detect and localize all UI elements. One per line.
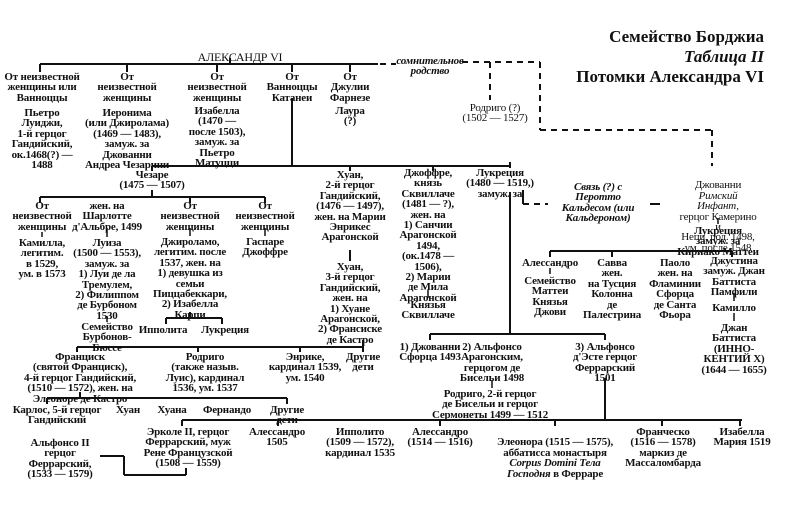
node-alessandro-1505: Алессандро 1505 xyxy=(248,426,306,449)
node-rodrigo-doubtful: Родриго (?) (1502 — 1527) xyxy=(462,102,528,125)
mother-label: От неизвестной женщины xyxy=(187,71,247,104)
mother-label: От неизвестной женщины xyxy=(12,200,72,233)
node-husband-alfonso-aragon: 2) Альфонсо Арагонским, герцогом де Бисе… xyxy=(459,341,525,385)
node-rodrigo-cardinal: Родриго (также назыв. Луис), кардинал 15… xyxy=(165,351,245,395)
node-fernando: Фернандо xyxy=(202,404,252,416)
node-juan-francis: Хуан xyxy=(116,404,140,416)
node-gaspare: Гаспаре Джоффре xyxy=(242,236,288,259)
title-family: Семейство Борджиа xyxy=(609,27,764,46)
node-alfonso-ii: Альфонсо II герцог Феррарский, (1533 — 1… xyxy=(27,437,93,481)
node-husband-sforza: 1) Джованни Сфорца 1493 xyxy=(399,341,461,364)
node-juan-2: Хуан, 2-й герцог Гандийский, (1476 — 149… xyxy=(314,169,386,244)
node-isabella-maria: Изабелла Мария 1519 xyxy=(713,426,771,449)
mother-label: От неизвестной женщины или Ванноццы xyxy=(4,71,80,104)
node-lucrezia: Лукреция (1480 — 1519,) замуж. за xyxy=(466,167,534,200)
node-enrique: Энрике, кардинал 1539, ум. 1540 xyxy=(268,351,342,384)
eleonora-text: Элеонора (1515 — 1575), аббатисса монаст… xyxy=(496,436,614,480)
node-alessandro-mattei: Алессандро xyxy=(521,257,579,269)
title-table: Таблица II xyxy=(684,47,764,66)
node-other-children: Другие дети xyxy=(345,351,381,374)
node-juana: Хуана xyxy=(157,404,187,416)
mother-label: От неизвестной женщины xyxy=(97,71,157,104)
node-alessandro-1514: Алессандро (1514 — 1516) xyxy=(407,426,473,449)
node-lucrezia-mattei: Лукреция замуж. за Кириако Маттеи xyxy=(677,225,759,258)
node-mattei-family: Семейство Маттеи Князья Джови xyxy=(524,275,576,319)
node-other-children: Другие дети xyxy=(269,404,305,427)
node-juan-3: Хуан, 3-й герцог Гандийский, жен. на 1) … xyxy=(318,261,382,346)
node-squillace: Князья Сквиллаче xyxy=(401,299,455,322)
node-jofre: Джоффре, князь Сквиллаче (1481 — ?), жен… xyxy=(399,167,457,304)
node-carlos: Карлос, 5-й герцог Гандийский xyxy=(12,404,102,427)
node-innocent-x: Джан Баттиста (ИННО- КЕНТИЙ X) (1644 — 1… xyxy=(701,322,767,376)
node-eleonora: Элеонора (1515 — 1575), аббатисса монаст… xyxy=(497,427,613,479)
node-bourbon-busset: Семейство Бурбонов- Бюссе xyxy=(81,321,133,354)
node-ercole-ii: Эрколе II, герцог Феррарский, муж Рене Ф… xyxy=(143,426,233,470)
node-camillo: Камилло xyxy=(712,302,756,314)
node-lucrezia-girolamo: Лукреция xyxy=(201,324,249,336)
title-subtitle: Потомки Александра VI xyxy=(576,67,764,86)
node-paolo: Паоло жен. на Фламинии Сфорца де Санта Ф… xyxy=(649,257,701,322)
node-giovanni-infante: Джованни Римский Инфант, герцог Камерино… xyxy=(677,170,759,254)
mother-label: От Ванноццы Катанеи xyxy=(266,71,318,104)
node-girolamo: Джироламо, легитим. после 1537, жен. на … xyxy=(153,236,227,321)
giovanni-infante-text: Джованни Римский Инфант, герцог Камерино… xyxy=(679,179,757,254)
mother-label: От неизвестной женщины xyxy=(160,200,220,233)
node-rodrigo-bisceglie: Родриго, 2-й герцог де Бисельи и герцог … xyxy=(431,388,549,421)
node-francesco: Франческо (1516 — 1578) маркиз де Массал… xyxy=(625,426,701,470)
node-giustina: Джустина замуж. Джан Баттиста Памфили xyxy=(703,255,765,299)
node-husband-alfonso-este: 3) Альфонсо д'Эсте герцог Феррарский 150… xyxy=(572,341,638,385)
node-laura: Лаура (?) xyxy=(335,105,365,128)
label-perotto-liaison: Связь (?) с Перотто Кальдесом (или Кальд… xyxy=(561,181,635,225)
label-doubtful-kinship: сомнительное родство xyxy=(396,55,464,78)
node-ippolito: Ипполито (1509 — 1572), кардинал 1535 xyxy=(325,426,395,459)
mother-label: От Джулии Фарнезе xyxy=(329,71,371,104)
node-cesare: Чезаре (1475 — 1507) xyxy=(119,169,185,192)
node-savva: Савва жен. на Тусция Колонна де Палестри… xyxy=(582,257,642,322)
node-camilla: Камилла, легитим. в 1529, ум. в 1573 xyxy=(18,237,66,281)
node-isabella: Изабелла (1470 — после 1503), замуж. за … xyxy=(188,105,246,170)
node-pietro-luigi: Пьетро Луиджи, 1-й герцог Гандийский, ок… xyxy=(11,107,73,172)
node-ieronima: Иеронима (или Джиролама) (1469 — 1483), … xyxy=(84,107,170,172)
marriage-label: жен. на Шарлотте д'Альбре, 1499 xyxy=(72,200,142,233)
node-francis-borgia: Франциск (святой Франциск), 4-й герцог Г… xyxy=(23,351,137,405)
mother-label: От неизвестной женщины xyxy=(235,200,295,233)
node-alexander-vi: АЛЕКСАНДР VI xyxy=(197,50,283,64)
node-luisa: Луиза (1500 — 1553), замуж. за 1) Луи де… xyxy=(73,237,141,322)
node-ippolita: Ипполита xyxy=(138,324,188,336)
